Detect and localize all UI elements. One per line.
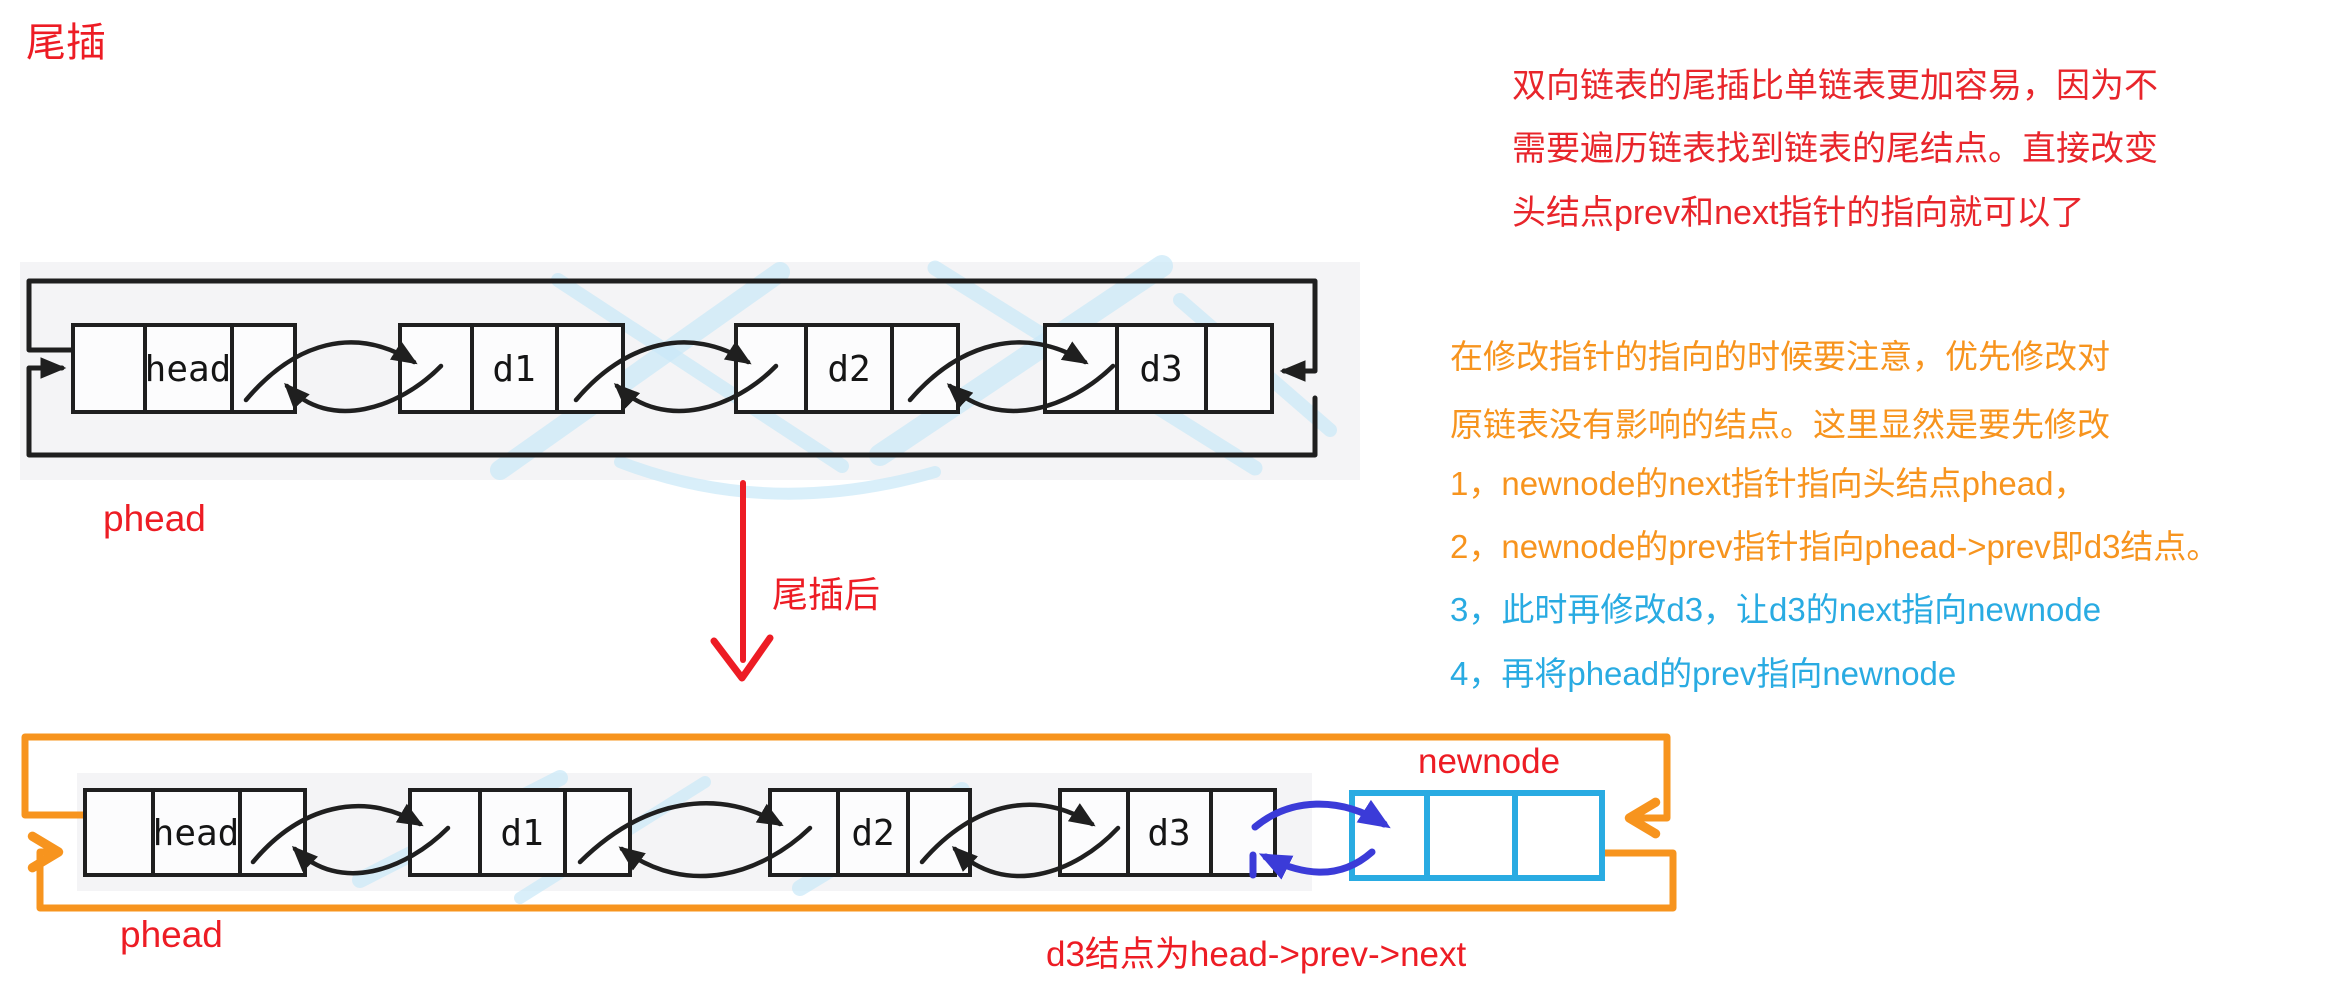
bottom-diagram: head d1 d2 d3: [21, 733, 1677, 912]
page-title: 尾插: [26, 21, 106, 65]
bottom-node-d2-label: d2: [851, 813, 894, 854]
tail-insert-after-label: 尾插后: [772, 574, 881, 615]
top-node-d2: d2: [734, 323, 960, 414]
top-diagram: head d1 d2 d3: [26, 278, 1318, 458]
steps-note-line-1: 在修改指针的指向的时候要注意，优先修改对: [1450, 338, 2110, 375]
steps-note-line-3: 1，newnode的next指针指向头结点phead，: [1450, 465, 2087, 502]
bottom-node-newnode: [1349, 790, 1605, 881]
bottom-node-head: head: [83, 788, 307, 877]
top-node-d1: d1: [398, 323, 625, 414]
bottom-node-d3: d3: [1058, 788, 1277, 877]
steps-note-line-6: 4，再将phead的prev指向newnode: [1450, 655, 1957, 692]
bottom-node-d1-label: d1: [500, 813, 543, 854]
top-node-d3: d3: [1043, 323, 1274, 414]
top-node-head-label: head: [145, 349, 232, 390]
bottom-node-d1: d1: [408, 788, 632, 877]
bottom-node-d2: d2: [768, 788, 972, 877]
bottom-node-head-label: head: [153, 813, 240, 854]
bottom-next-prev-arrows: [250, 801, 1121, 879]
top-node-d1-label: d1: [492, 349, 535, 390]
intro-note-line-1: 双向链表的尾插比单链表更加容易，因为不: [1512, 67, 2158, 105]
steps-note-line-2: 原链表没有影响的结点。这里显然是要先修改: [1450, 406, 2110, 443]
d3-newnode-pointer-arrows: [1249, 799, 1391, 880]
tail-insert-arrow: [710, 480, 774, 682]
bottom-node-d3-label: d3: [1147, 813, 1190, 854]
top-next-prev-arrows: [243, 340, 1116, 414]
intro-note-line-3: 头结点prev和next指针的指向就可以了: [1512, 194, 2085, 232]
bottom-loop-newnode-next-to-phead: [27, 831, 1677, 912]
bottom-phead-label: phead: [120, 914, 223, 955]
top-loop-head-prev-to-tail: [26, 278, 1318, 382]
top-node-head: head: [71, 323, 297, 414]
top-phead-label: phead: [103, 498, 206, 539]
top-loop-tail-next-to-head: [26, 357, 1318, 458]
steps-note-line-5: 3，此时再修改d3，让d3的next指向newnode: [1450, 591, 2102, 628]
newnode-label: newnode: [1418, 742, 1561, 781]
bottom-loop-phead-prev-to-newnode: [21, 733, 1671, 839]
top-node-d3-label: d3: [1139, 349, 1182, 390]
steps-note-line-4: 2，newnode的prev指针指向phead->prev即d3结点。: [1450, 528, 2220, 565]
d3-node-caption: d3结点为head->prev->next: [1046, 935, 1467, 974]
top-node-d2-label: d2: [827, 349, 870, 390]
intro-note-line-2: 需要遍历链表找到链表的尾结点。直接改变: [1512, 130, 2158, 168]
